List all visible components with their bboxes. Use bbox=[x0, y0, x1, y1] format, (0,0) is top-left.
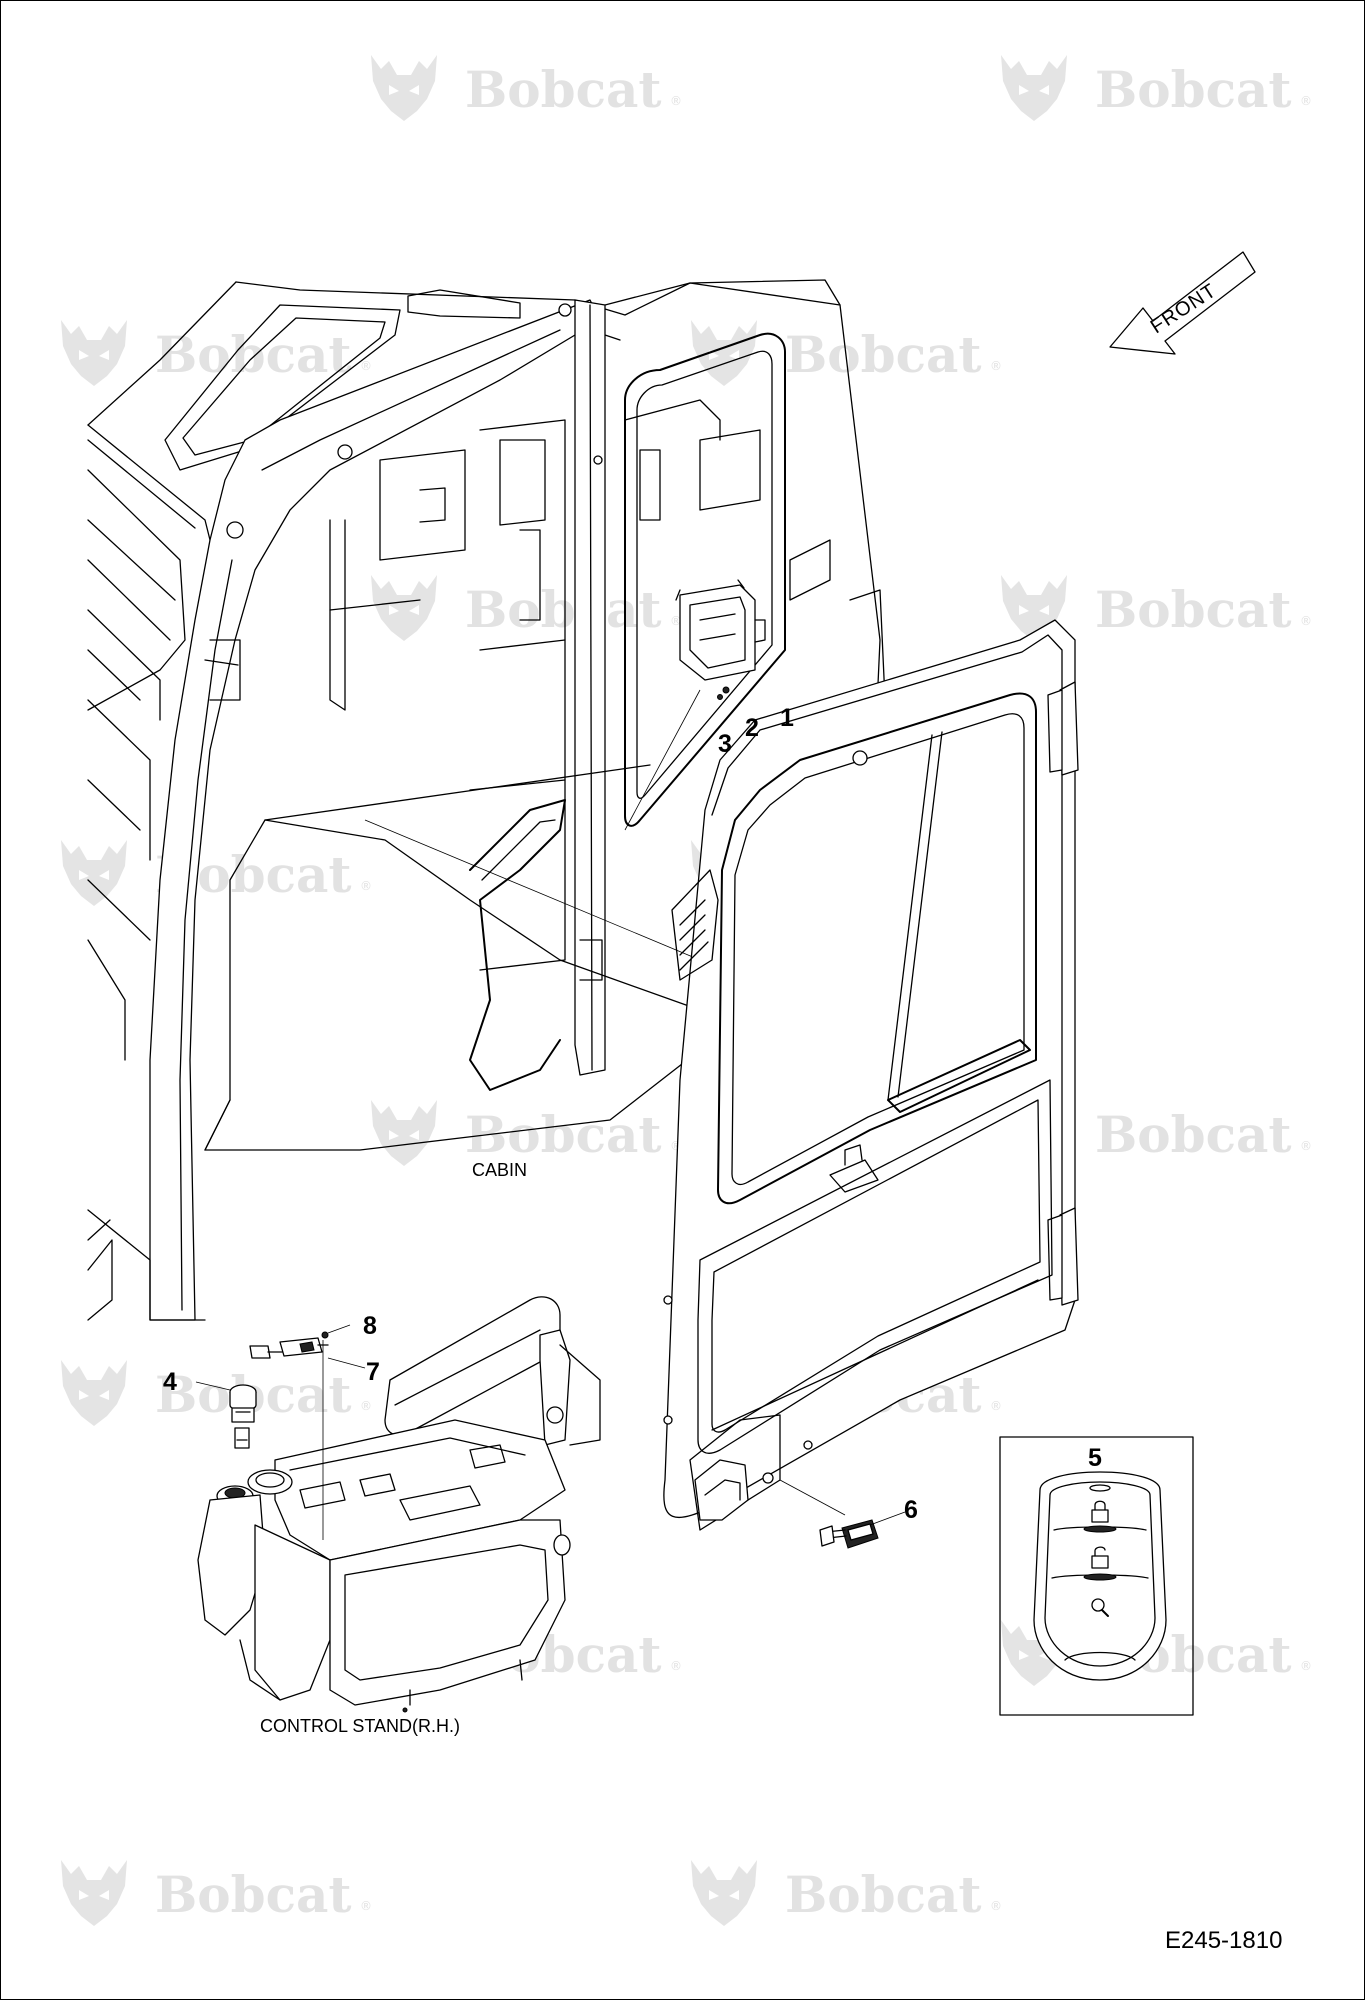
watermark-registered-mark: ® bbox=[990, 359, 1002, 373]
smart-key-fob-part-5 bbox=[1033, 1471, 1167, 1681]
watermark-registered-mark: ® bbox=[360, 1899, 372, 1913]
watermark-registered-mark: ® bbox=[1300, 1659, 1312, 1673]
callout-6: 6 bbox=[904, 1496, 918, 1524]
search-icon bbox=[1091, 1598, 1109, 1617]
watermark-registered-mark: ® bbox=[670, 1659, 682, 1673]
harness-part-7 bbox=[249, 1337, 366, 1369]
ecu-module-part-1 bbox=[675, 579, 766, 700]
watermark-registered-mark: ® bbox=[360, 1399, 372, 1413]
bobcat-logo-icon bbox=[371, 1100, 437, 1166]
watermark-text: Bobcat bbox=[785, 325, 982, 384]
watermark-registered-mark: ® bbox=[1300, 1139, 1312, 1153]
screw-part-8 bbox=[321, 1324, 351, 1339]
bobcat-logo-icon bbox=[691, 320, 757, 386]
bobcat-logo-icon bbox=[691, 1860, 757, 1926]
control-stand-caption: CONTROL STAND(R.H.) bbox=[260, 1716, 460, 1736]
watermark-text: Bobcat bbox=[1095, 580, 1292, 639]
bobcat-logo-icon bbox=[61, 320, 127, 386]
watermark-text: Bobcat bbox=[1095, 60, 1292, 119]
control-stand-illustration bbox=[197, 1296, 601, 1713]
watermark-text: Bobcat bbox=[785, 1865, 982, 1924]
watermark-text: Bobcat bbox=[465, 580, 662, 639]
drawing-number: E245-1810 bbox=[1165, 1927, 1282, 1954]
unlock-icon bbox=[1091, 1546, 1109, 1569]
lock-icon bbox=[1091, 1500, 1109, 1523]
bobcat-logo-icon bbox=[61, 1860, 127, 1926]
bobcat-logo-icon bbox=[371, 55, 437, 121]
front-direction-arrow: FRONT bbox=[1109, 251, 1256, 355]
watermark-registered-mark: ® bbox=[360, 879, 372, 893]
callout-1: 1 bbox=[780, 704, 794, 732]
watermark-registered-mark: ® bbox=[990, 1899, 1002, 1913]
watermark-text: Bobcat bbox=[465, 60, 662, 119]
watermark-registered-mark: ® bbox=[670, 94, 682, 108]
mechanical-key-part-6 bbox=[819, 1511, 906, 1549]
cabin-caption: CABIN bbox=[472, 1160, 527, 1180]
bobcat-logo-icon bbox=[1001, 55, 1067, 121]
callout-4: 4 bbox=[163, 1368, 177, 1396]
bobcat-logo-icon bbox=[371, 575, 437, 641]
watermark-registered-mark: ® bbox=[1300, 614, 1312, 628]
watermark-registered-mark: ® bbox=[670, 614, 682, 628]
start-switch-part-4 bbox=[195, 1381, 257, 1449]
watermark-registered-mark: ® bbox=[990, 1399, 1002, 1413]
watermark-text: Bobcat bbox=[155, 325, 352, 384]
watermark-text: Bobcat bbox=[155, 1865, 352, 1924]
bobcat-logo-icon bbox=[61, 1360, 127, 1426]
smart-key-inset-frame bbox=[999, 1436, 1194, 1716]
cabin-door-illustration bbox=[663, 619, 1079, 1531]
front-label: FRONT bbox=[1147, 279, 1221, 338]
callout-3: 3 bbox=[718, 730, 732, 758]
watermark-text: Bobcat bbox=[1095, 1105, 1292, 1164]
callout-labels: 1 2 3 4 5 6 7 8 bbox=[163, 704, 1102, 1524]
watermark-registered-mark: ® bbox=[360, 359, 372, 373]
cabin-illustration bbox=[87, 279, 886, 1321]
bobcat-logo-icon bbox=[61, 840, 127, 906]
callout-5: 5 bbox=[1088, 1444, 1102, 1472]
callout-8: 8 bbox=[363, 1312, 377, 1340]
front-arrow-icon bbox=[1109, 251, 1256, 355]
callout-2: 2 bbox=[745, 714, 759, 742]
watermark-text: Bobcat bbox=[465, 1105, 662, 1164]
callout-7: 7 bbox=[366, 1358, 380, 1386]
watermark-registered-mark: ® bbox=[1300, 94, 1312, 108]
smart-key-inset bbox=[999, 1436, 1194, 1716]
